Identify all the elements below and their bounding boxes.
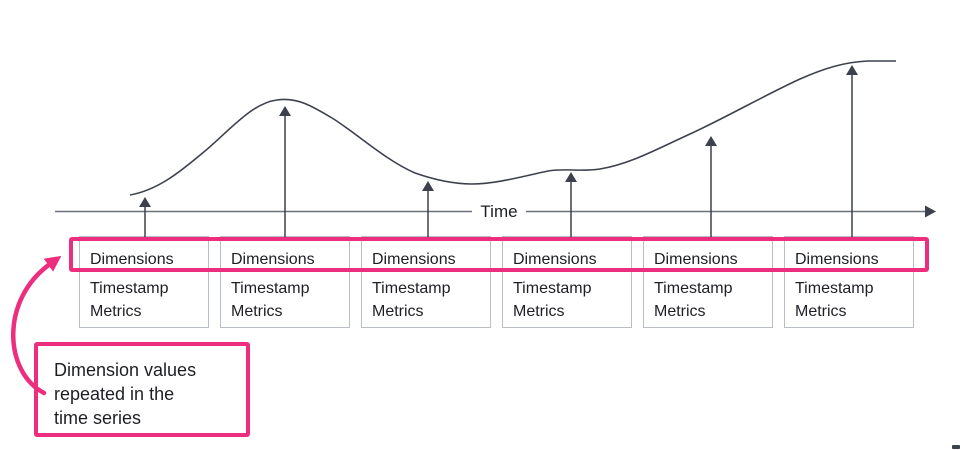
record-field-metrics: Metrics bbox=[372, 303, 424, 320]
dimensions-highlight bbox=[69, 237, 929, 272]
record-field-metrics: Metrics bbox=[231, 303, 283, 320]
record-field-metrics: Metrics bbox=[654, 303, 706, 320]
artifact-speck bbox=[952, 445, 960, 449]
record-field-dimensions: Dimensions bbox=[372, 251, 456, 268]
record-field-dimensions: Dimensions bbox=[231, 251, 315, 268]
record-field-timestamp: Timestamp bbox=[654, 280, 733, 297]
record-field-timestamp: Timestamp bbox=[231, 280, 310, 297]
record-field-dimensions: Dimensions bbox=[795, 251, 879, 268]
record-field-timestamp: Timestamp bbox=[513, 280, 592, 297]
record-field-dimensions: Dimensions bbox=[90, 251, 174, 268]
record-field-metrics: Metrics bbox=[513, 303, 565, 320]
callout-line: repeated in the bbox=[54, 384, 175, 404]
record-field-dimensions: Dimensions bbox=[513, 251, 597, 268]
callout-box: Dimension values repeated in the time se… bbox=[34, 342, 250, 437]
record-field-metrics: Metrics bbox=[795, 303, 847, 320]
callout-line: time series bbox=[54, 408, 142, 428]
record-field-timestamp: Timestamp bbox=[372, 280, 451, 297]
callout-line: Dimension values bbox=[54, 360, 197, 380]
record-field-timestamp: Timestamp bbox=[795, 280, 874, 297]
time-series-curve bbox=[129, 60, 896, 196]
record-field-timestamp: Timestamp bbox=[90, 280, 169, 297]
record-field-metrics: Metrics bbox=[90, 303, 142, 320]
record-field-dimensions: Dimensions bbox=[654, 251, 738, 268]
time-axis-label: Time bbox=[472, 201, 526, 222]
